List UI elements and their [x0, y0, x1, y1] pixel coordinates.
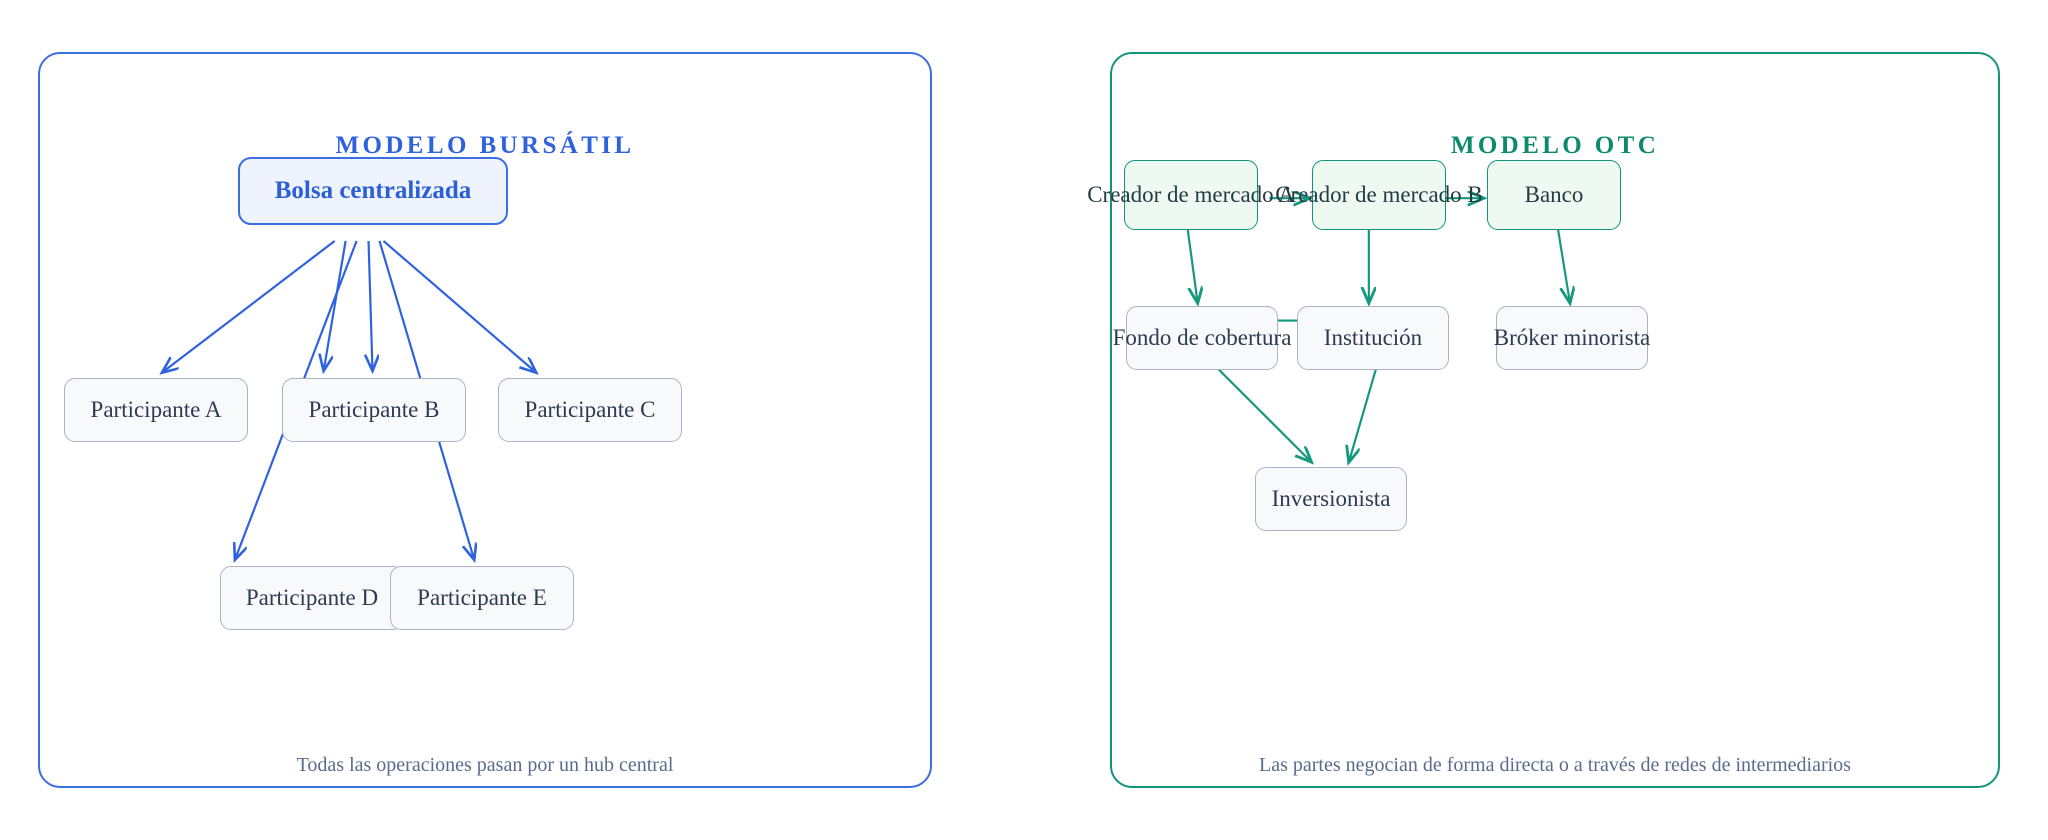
node-label: Banco — [1524, 182, 1584, 207]
node-institucion[interactable]: Institución — [1297, 306, 1449, 370]
node-label: Participante B — [308, 397, 440, 422]
node-participante-e[interactable]: Participante E — [390, 566, 574, 630]
node-label: Participante D — [245, 585, 379, 610]
page-title-otc: MODELO OTC — [1450, 132, 1660, 159]
exchange-footer-note: Todas las operaciones pasan por un hub c… — [296, 754, 674, 776]
node-fondo-de-cobertura[interactable]: Fondo de cobertura — [1113, 306, 1291, 370]
node-label: Creador de mercado A — [1087, 182, 1295, 207]
node-creador-de-mercado-b[interactable]: Creador de mercado B — [1275, 160, 1483, 230]
node-label: Bróker minorista — [1493, 325, 1651, 350]
node-bolsa-centralizada[interactable]: Bolsa centralizada — [238, 157, 508, 225]
otc-footer-note: Las partes negocian de forma directa o a… — [1259, 754, 1851, 776]
node-label: Participante A — [90, 397, 222, 422]
node-broker-minorista[interactable]: Bróker minorista — [1493, 306, 1651, 370]
edge-hub-to-c-center — [369, 240, 373, 370]
node-label: Participante E — [417, 585, 547, 610]
edge-mm-a-to-fondo — [1186, 228, 1198, 303]
edge-hub-to-a — [162, 240, 336, 372]
exchange-model-panel: MODELO BURSÁTIL Bolsa centralizada Parti… — [38, 52, 932, 788]
node-participante-a[interactable]: Participante A — [64, 378, 248, 442]
node-banco[interactable]: Banco — [1487, 160, 1621, 230]
otc-model-panel: MODELO OTC Creador de mercado A Creador … — [1087, 52, 2000, 788]
edge-hub-to-c — [382, 240, 535, 372]
node-creador-de-mercado-a[interactable]: Creador de mercado A — [1087, 160, 1295, 230]
node-inversionista[interactable]: Inversionista — [1255, 467, 1407, 531]
node-label: Institución — [1323, 325, 1423, 350]
node-label: Inversionista — [1271, 486, 1391, 511]
node-label: Bolsa centralizada — [274, 177, 472, 204]
node-participante-c[interactable]: Participante C — [498, 378, 682, 442]
node-label: Participante C — [524, 397, 656, 422]
node-label: Creador de mercado B — [1275, 182, 1483, 207]
page-title-exchange: MODELO BURSÁTIL — [335, 132, 635, 159]
node-participante-d[interactable]: Participante D — [220, 566, 404, 630]
node-label: Fondo de cobertura — [1112, 325, 1292, 350]
edge-banco-to-broker — [1556, 228, 1570, 303]
node-participante-b[interactable]: Participante B — [282, 378, 466, 442]
edge-hub-to-b — [324, 240, 347, 370]
